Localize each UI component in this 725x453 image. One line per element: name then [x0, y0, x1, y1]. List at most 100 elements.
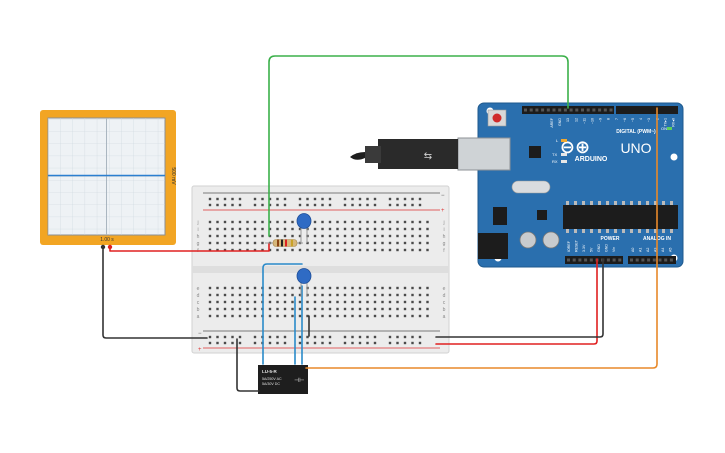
header-hole[interactable]: [535, 108, 539, 112]
breadboard-hole[interactable]: [253, 335, 257, 339]
breadboard-hole[interactable]: [268, 286, 272, 290]
breadboard-hole[interactable]: [223, 335, 227, 339]
breadboard-hole[interactable]: [246, 220, 249, 224]
breadboard-hole[interactable]: [373, 341, 377, 345]
breadboard-hole[interactable]: [313, 307, 317, 311]
breadboard-hole[interactable]: [396, 286, 399, 290]
breadboard-hole[interactable]: [366, 335, 369, 339]
breadboard-hole[interactable]: [238, 227, 242, 231]
breadboard-hole[interactable]: [253, 307, 257, 311]
breadboard-hole[interactable]: [358, 335, 362, 339]
breadboard-hole[interactable]: [261, 220, 264, 224]
breadboard-hole[interactable]: [238, 234, 242, 238]
breadboard-hole[interactable]: [246, 227, 249, 231]
breadboard-hole[interactable]: [381, 220, 384, 224]
header-hole[interactable]: [572, 258, 576, 262]
breadboard-hole[interactable]: [343, 341, 347, 345]
breadboard-hole[interactable]: [276, 300, 279, 304]
breadboard-hole[interactable]: [238, 241, 242, 245]
breadboard-hole[interactable]: [396, 300, 399, 304]
breadboard-hole[interactable]: [388, 293, 392, 297]
wire-red-scope[interactable]: [109, 242, 270, 252]
breadboard-hole[interactable]: [388, 203, 392, 207]
breadboard-hole[interactable]: [208, 248, 212, 252]
breadboard-hole[interactable]: [396, 203, 399, 207]
breadboard-hole[interactable]: [418, 203, 422, 207]
breadboard-hole[interactable]: [351, 300, 354, 304]
breadboard-hole[interactable]: [426, 220, 429, 224]
breadboard-hole[interactable]: [268, 300, 272, 304]
breadboard-hole[interactable]: [246, 307, 249, 311]
breadboard-hole[interactable]: [298, 286, 302, 290]
breadboard-hole[interactable]: [418, 241, 422, 245]
breadboard-hole[interactable]: [276, 286, 279, 290]
breadboard-hole[interactable]: [321, 300, 324, 304]
wire-orange[interactable]: [305, 107, 658, 369]
breadboard-hole[interactable]: [343, 220, 347, 224]
breadboard-hole[interactable]: [411, 227, 414, 231]
breadboard-hole[interactable]: [388, 197, 392, 201]
oscilloscope[interactable]: 1.00 s 500 mV: [40, 110, 176, 250]
breadboard-hole[interactable]: [238, 293, 242, 297]
breadboard-hole[interactable]: [238, 203, 242, 207]
breadboard-hole[interactable]: [366, 227, 369, 231]
breadboard-hole[interactable]: [351, 335, 354, 339]
breadboard-hole[interactable]: [403, 286, 407, 290]
breadboard-hole[interactable]: [313, 293, 317, 297]
breadboard-hole[interactable]: [208, 286, 212, 290]
breadboard-hole[interactable]: [306, 314, 309, 318]
breadboard-hole[interactable]: [328, 248, 332, 252]
breadboard-hole[interactable]: [283, 307, 287, 311]
breadboard-hole[interactable]: [411, 300, 414, 304]
breadboard-hole[interactable]: [328, 307, 332, 311]
breadboard-hole[interactable]: [208, 307, 212, 311]
breadboard-hole[interactable]: [283, 248, 287, 252]
breadboard-hole[interactable]: [373, 197, 377, 201]
header-hole[interactable]: [524, 108, 527, 112]
breadboard-hole[interactable]: [208, 203, 212, 207]
breadboard-hole[interactable]: [396, 248, 399, 252]
breadboard-hole[interactable]: [321, 314, 324, 318]
breadboard-hole[interactable]: [388, 300, 392, 304]
header-hole[interactable]: [669, 258, 673, 262]
breadboard-hole[interactable]: [373, 293, 377, 297]
breadboard-hole[interactable]: [276, 341, 279, 345]
breadboard-hole[interactable]: [253, 341, 257, 345]
breadboard-hole[interactable]: [403, 335, 407, 339]
breadboard-hole[interactable]: [268, 293, 272, 297]
breadboard-hole[interactable]: [238, 197, 242, 201]
breadboard-hole[interactable]: [291, 234, 294, 238]
breadboard-hole[interactable]: [283, 335, 287, 339]
breadboard-hole[interactable]: [291, 307, 294, 311]
breadboard-hole[interactable]: [216, 335, 219, 339]
header-hole[interactable]: [647, 258, 651, 262]
breadboard-hole[interactable]: [306, 197, 309, 201]
breadboard-hole[interactable]: [283, 234, 287, 238]
breadboard-hole[interactable]: [411, 241, 414, 245]
breadboard-hole[interactable]: [231, 307, 234, 311]
breadboard-hole[interactable]: [358, 227, 362, 231]
breadboard-hole[interactable]: [358, 307, 362, 311]
breadboard-hole[interactable]: [276, 227, 279, 231]
breadboard-hole[interactable]: [223, 248, 227, 252]
breadboard-hole[interactable]: [216, 241, 219, 245]
breadboard-hole[interactable]: [306, 300, 309, 304]
breadboard-hole[interactable]: [426, 234, 429, 238]
breadboard-hole[interactable]: [343, 335, 347, 339]
breadboard-hole[interactable]: [328, 203, 332, 207]
breadboard-hole[interactable]: [231, 197, 234, 201]
breadboard-hole[interactable]: [216, 197, 219, 201]
breadboard-hole[interactable]: [216, 220, 219, 224]
breadboard-hole[interactable]: [418, 341, 422, 345]
breadboard-hole[interactable]: [283, 286, 287, 290]
breadboard-hole[interactable]: [276, 197, 279, 201]
breadboard-hole[interactable]: [238, 300, 242, 304]
breadboard-hole[interactable]: [253, 197, 257, 201]
breadboard-hole[interactable]: [403, 248, 407, 252]
breadboard-hole[interactable]: [321, 203, 324, 207]
breadboard-hole[interactable]: [246, 241, 249, 245]
capacitor-bottom[interactable]: [296, 268, 312, 298]
breadboard-hole[interactable]: [298, 227, 302, 231]
breadboard-hole[interactable]: [358, 197, 362, 201]
breadboard-hole[interactable]: [321, 197, 324, 201]
